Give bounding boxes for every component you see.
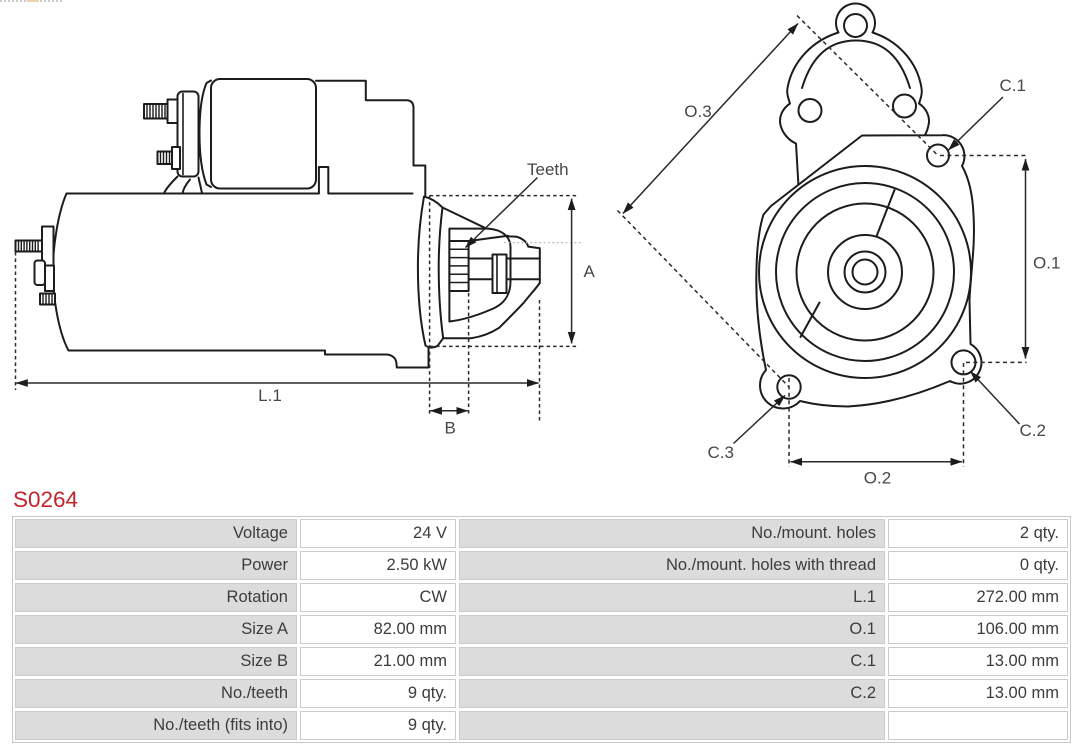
spec-label-cell: Voltage	[15, 519, 297, 548]
spec-label-cell: No./teeth (fits into)	[15, 711, 297, 740]
spec-label-cell: No./mount. holes	[459, 519, 885, 548]
dim-label-a: A	[584, 262, 596, 281]
solenoid-can	[210, 78, 317, 190]
spec-value-cell: 106.00 mm	[888, 615, 1068, 644]
front-view-dimensions: O.3 O.1 O.2 C.1 C.2 C.3	[616, 14, 1060, 488]
c2-leader	[969, 370, 1021, 425]
solenoid-terminal-nut-top	[166, 98, 179, 124]
spec-value-cell: 2 qty.	[888, 519, 1068, 548]
spec-label-cell: No./teeth	[15, 679, 297, 708]
spec-value-cell: 9 qty.	[300, 711, 456, 740]
technical-drawing: Teeth A B L.1	[14, 2, 1060, 488]
spec-value-cell: 272.00 mm	[888, 583, 1068, 612]
dim-label-o1: O.1	[1033, 254, 1060, 273]
c1-leader	[947, 96, 1004, 151]
spec-value-cell: 13.00 mm	[888, 647, 1068, 676]
solenoid-support-legs	[163, 175, 203, 195]
solenoid-stud-top-hatch	[146, 103, 166, 120]
pinion-teeth	[448, 240, 470, 292]
yoke-left-hole	[797, 98, 823, 123]
side-view-dimensions: Teeth A B L.1	[14, 160, 596, 438]
part-number: S0264	[13, 487, 79, 512]
yoke-right-hole	[892, 93, 917, 119]
spec-value-cell: 2.50 kW	[300, 551, 456, 580]
spec-value-cell: 21.00 mm	[300, 647, 456, 676]
logo-accent	[27, 0, 39, 2]
nose-cone-outline	[441, 206, 541, 340]
spec-label-cell: C.1	[459, 647, 885, 676]
spec-value-cell: 82.00 mm	[300, 615, 456, 644]
spec-label-cell: No./mount. holes with thread	[459, 551, 885, 580]
teeth-leader	[464, 176, 539, 249]
side-view	[14, 78, 541, 369]
spoke-line-upper	[873, 189, 896, 243]
spec-value-cell	[888, 711, 1068, 740]
rear-terminal-block	[41, 225, 55, 267]
front-view	[755, 2, 983, 410]
spec-value-cell: 13.00 mm	[888, 679, 1068, 708]
solenoid-stud-bottom-hatch	[159, 150, 171, 165]
spoke-line-lower	[799, 301, 821, 338]
rear-lower-stud	[39, 292, 56, 306]
bore-ring-3	[795, 202, 935, 342]
dim-label-c3: C.3	[708, 443, 734, 462]
shift-collar-body	[491, 253, 508, 294]
dim-label-b: B	[445, 419, 456, 438]
spec-label-cell	[459, 711, 885, 740]
c3-leader	[732, 394, 786, 445]
cropped-logo-strip	[0, 0, 64, 2]
spec-label-cell: O.1	[459, 615, 885, 644]
extension-lines-front	[616, 14, 1027, 467]
spec-label-cell: C.2	[459, 679, 885, 708]
bore-ring-outer	[758, 165, 972, 379]
dim-label-c1: C.1	[1000, 76, 1026, 95]
solenoid-band	[198, 79, 212, 188]
spec-label-cell: L.1	[459, 583, 885, 612]
spec-value-cell: 9 qty.	[300, 679, 456, 708]
spec-label-cell: Size A	[15, 615, 297, 644]
spec-value-cell: CW	[300, 583, 456, 612]
dim-label-o3: O.3	[684, 102, 711, 121]
yoke-inner-arc	[801, 39, 911, 89]
spec-label-cell: Rotation	[15, 583, 297, 612]
hub-circle	[827, 234, 903, 310]
mounting-flange-disc	[416, 195, 445, 349]
drive-housing-top	[315, 79, 427, 197]
dim-label-l1: L.1	[258, 386, 282, 405]
spec-label-cell: Power	[15, 551, 297, 580]
rear-studs	[14, 225, 56, 306]
rear-nut	[33, 259, 46, 286]
shaft-bore	[851, 258, 879, 286]
spec-table: Voltage 24 V No./mount. holes 2 qty. Pow…	[12, 516, 1071, 743]
spec-label-cell: Size B	[15, 647, 297, 676]
bore-ring-2	[775, 182, 955, 362]
teeth-label: Teeth	[527, 160, 569, 179]
dim-line-o3	[622, 22, 799, 215]
spec-value-cell: 24 V	[300, 519, 456, 548]
solenoid	[143, 78, 317, 195]
rear-lower-stud-hatch	[42, 292, 53, 306]
spec-value-cell: 0 qty.	[888, 551, 1068, 580]
dim-label-o2: O.2	[864, 469, 891, 488]
shaft-boss	[843, 250, 887, 294]
rear-washer-plate	[44, 264, 55, 292]
extension-lines-side	[14, 194, 577, 421]
yoke-ear-hole	[843, 13, 868, 38]
dim-label-c2: C.2	[1020, 421, 1046, 440]
rear-stud-thread-hatch	[17, 239, 39, 253]
motor-body-outline	[51, 166, 430, 369]
pinion-teeth-hatch	[448, 248, 470, 284]
rear-stud-thread	[14, 239, 43, 253]
shift-collar	[491, 253, 508, 294]
solenoid-terminal-nut-bottom	[171, 146, 181, 170]
